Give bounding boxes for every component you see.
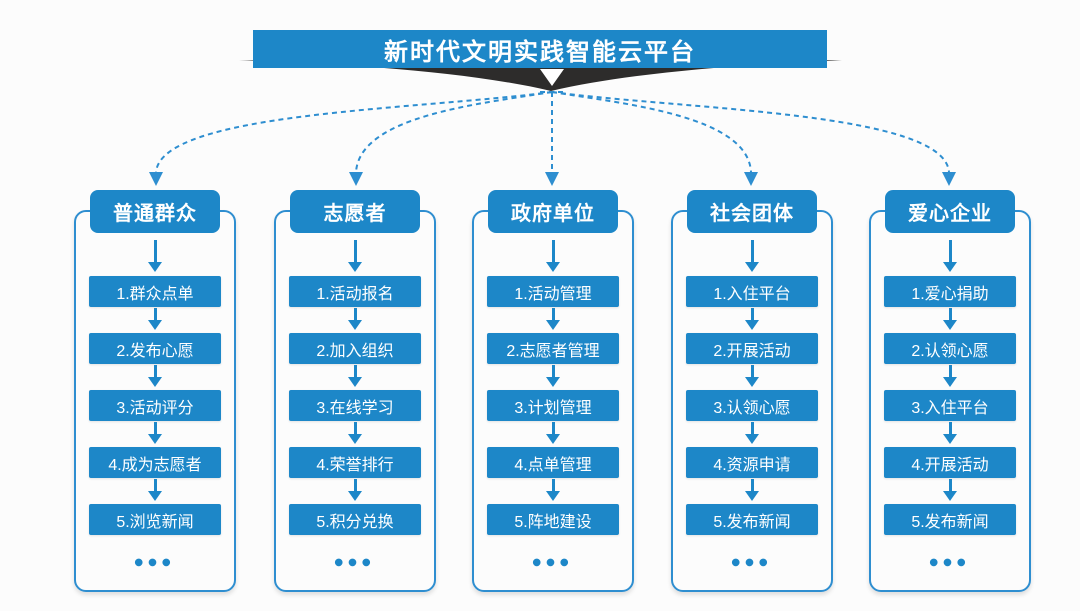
flow-step: 2.加入组织 [289, 333, 421, 364]
down-arrow-icon [353, 307, 357, 333]
connector-line-5 [551, 91, 950, 173]
down-arrow-icon [153, 421, 157, 447]
flow-step: 3.活动评分 [89, 390, 221, 421]
column-header: 社会团体 [687, 190, 817, 233]
flow-step: 4.荣誉排行 [289, 447, 421, 478]
connector-line-4 [551, 91, 752, 173]
flow-step: 2.认领心愿 [884, 333, 1016, 364]
down-arrow-icon [551, 307, 555, 333]
flow-step: 3.入住平台 [884, 390, 1016, 421]
more-dots: ●●● [532, 557, 574, 568]
arrowhead-icon [942, 172, 956, 186]
connector-line-1 [155, 91, 553, 173]
column-body: 1.群众点单 2.发布心愿 3.活动评分 4.成为志愿者 5.浏览新闻 ●●● [55, 237, 255, 568]
flow-step: 5.积分兑换 [289, 504, 421, 535]
down-arrow-icon [948, 364, 952, 390]
connector-line-2 [355, 91, 553, 173]
down-arrow-icon [353, 364, 357, 390]
platform-title-bar: 新时代文明实践智能云平台 [253, 30, 827, 68]
flow-step: 3.认领心愿 [686, 390, 818, 421]
column-header-label: 志愿者 [323, 203, 387, 225]
down-arrow-icon [750, 237, 754, 276]
more-dots: ●●● [929, 557, 971, 568]
flow-step: 4.资源申请 [686, 447, 818, 478]
column-header-label: 爱心企业 [908, 203, 992, 225]
down-arrow-icon [551, 421, 555, 447]
platform-title-label: 新时代文明实践智能云平台 [384, 38, 696, 66]
down-arrow-icon [948, 307, 952, 333]
column-header: 普通群众 [90, 190, 220, 233]
connector-lines [155, 91, 950, 173]
down-arrow-icon [153, 307, 157, 333]
column-body: 1.爱心捐助 2.认领心愿 3.入住平台 4.开展活动 5.发布新闻 ●●● [850, 237, 1050, 568]
flow-step: 5.阵地建设 [487, 504, 619, 535]
column-header-label: 政府单位 [511, 203, 595, 225]
down-arrow-icon [153, 478, 157, 504]
role-column-5: 爱心企业 1.爱心捐助 2.认领心愿 3.入住平台 4.开展活动 5.发布新闻 ●●● [850, 190, 1050, 602]
down-arrow-icon [551, 478, 555, 504]
down-arrow-icon [750, 307, 754, 333]
arrowhead-icon [744, 172, 758, 186]
column-body: 1.活动管理 2.志愿者管理 3.计划管理 4.点单管理 5.阵地建设 ●●● [453, 237, 653, 568]
down-arrow-icon [750, 364, 754, 390]
arrowhead-icon [545, 172, 559, 186]
flow-step: 1.活动报名 [289, 276, 421, 307]
more-dots: ●●● [334, 557, 376, 568]
down-arrow-icon [353, 237, 357, 276]
role-column-1: 普通群众 1.群众点单 2.发布心愿 3.活动评分 4.成为志愿者 5.浏览新闻 ●●● [55, 190, 255, 602]
down-arrow-icon [750, 421, 754, 447]
flow-step: 3.在线学习 [289, 390, 421, 421]
arrowhead-icon [349, 172, 363, 186]
column-header: 爱心企业 [885, 190, 1015, 233]
column-body: 1.入住平台 2.开展活动 3.认领心愿 4.资源申请 5.发布新闻 ●●● [652, 237, 852, 568]
flow-step: 5.发布新闻 [686, 504, 818, 535]
flow-step: 4.开展活动 [884, 447, 1016, 478]
flow-step: 5.发布新闻 [884, 504, 1016, 535]
down-arrow-icon [948, 421, 952, 447]
down-arrow-icon [353, 478, 357, 504]
more-dots: ●●● [731, 557, 773, 568]
flow-step: 1.群众点单 [89, 276, 221, 307]
down-arrow-icon [948, 237, 952, 276]
flow-step: 4.点单管理 [487, 447, 619, 478]
down-arrow-icon [153, 364, 157, 390]
arrowhead-icon [149, 172, 163, 186]
flow-step: 2.开展活动 [686, 333, 818, 364]
connector-arrowhead-icons [149, 172, 956, 186]
banner-down-triangle-icon [540, 69, 564, 86]
down-arrow-icon [353, 421, 357, 447]
column-body: 1.活动报名 2.加入组织 3.在线学习 4.荣誉排行 5.积分兑换 ●●● [255, 237, 455, 568]
flow-step: 1.入住平台 [686, 276, 818, 307]
more-dots: ●●● [134, 557, 176, 568]
down-arrow-icon [551, 237, 555, 276]
flow-step: 2.发布心愿 [89, 333, 221, 364]
role-column-4: 社会团体 1.入住平台 2.开展活动 3.认领心愿 4.资源申请 5.发布新闻 ●●● [652, 190, 852, 602]
down-arrow-icon [948, 478, 952, 504]
role-column-3: 政府单位 1.活动管理 2.志愿者管理 3.计划管理 4.点单管理 5.阵地建设 ●●● [453, 190, 653, 602]
column-header: 政府单位 [488, 190, 618, 233]
column-header-label: 社会团体 [710, 203, 794, 225]
flow-step: 2.志愿者管理 [487, 333, 619, 364]
flow-step: 5.浏览新闻 [89, 504, 221, 535]
role-column-2: 志愿者 1.活动报名 2.加入组织 3.在线学习 4.荣誉排行 5.积分兑换 ●●● [255, 190, 455, 602]
flow-step: 1.活动管理 [487, 276, 619, 307]
down-arrow-icon [551, 364, 555, 390]
column-header: 志愿者 [290, 190, 420, 233]
flow-step: 4.成为志愿者 [89, 447, 221, 478]
flow-step: 1.爱心捐助 [884, 276, 1016, 307]
down-arrow-icon [153, 237, 157, 276]
flow-step: 3.计划管理 [487, 390, 619, 421]
column-header-label: 普通群众 [113, 203, 197, 225]
down-arrow-icon [750, 478, 754, 504]
